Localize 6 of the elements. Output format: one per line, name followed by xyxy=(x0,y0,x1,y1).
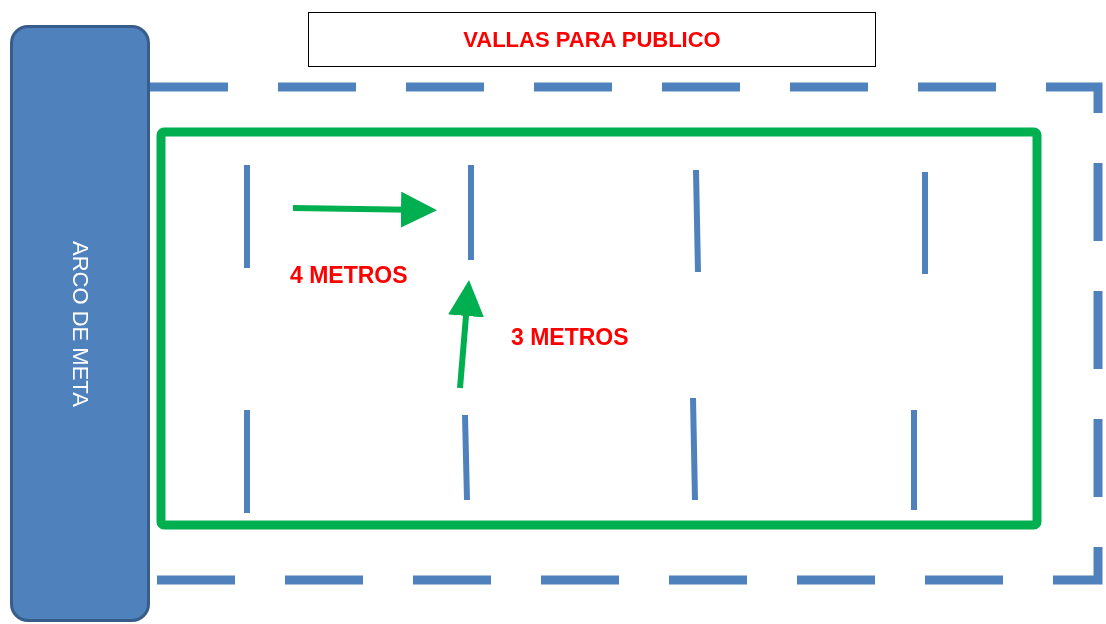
title-box xyxy=(308,12,876,67)
finish-arch-box xyxy=(10,25,150,622)
dimension-label: 3 METROS xyxy=(511,324,629,351)
finish-arch-label: ARCO DE META xyxy=(67,240,93,407)
title-label: VALLAS PARA PUBLICO xyxy=(463,26,721,53)
dimension-label: 4 METROS xyxy=(290,262,408,289)
